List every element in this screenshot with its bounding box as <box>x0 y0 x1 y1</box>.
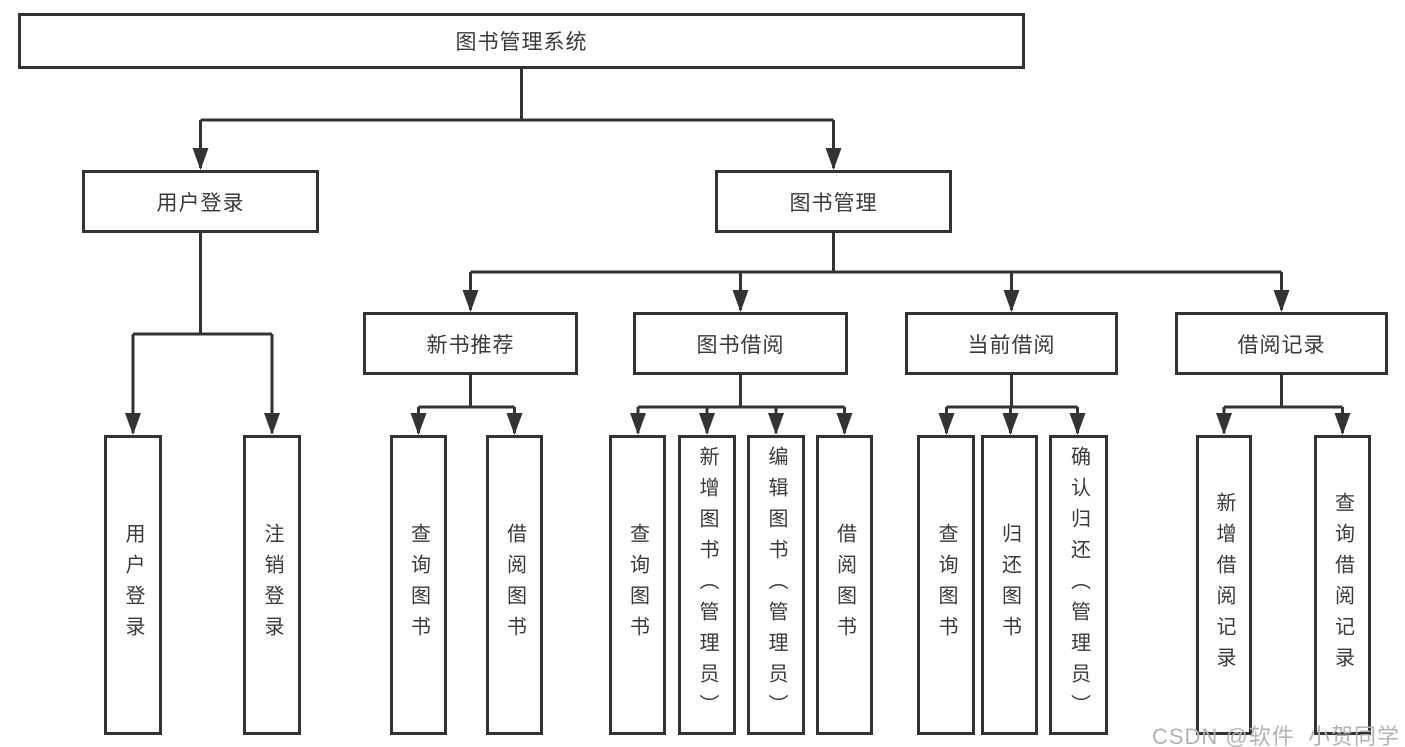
leaf-borrow-borrow-books: 借阅图书 <box>816 435 873 735</box>
connector-root-to-level2 <box>199 69 835 168</box>
leaf-newrec-borrow-books: 借阅图书 <box>486 435 543 735</box>
connector-user-login-to-leaves <box>131 233 274 433</box>
leaf-user-login: 用户登录 <box>104 435 162 735</box>
arrowhead <box>506 413 523 435</box>
arrowhead <box>1334 413 1351 435</box>
node-borrow-records: 借阅记录 <box>1175 312 1388 375</box>
node-root: 图书管理系统 <box>18 13 1025 69</box>
arrowhead <box>1216 413 1232 435</box>
arrowhead <box>1069 413 1086 435</box>
watermark: CSDN @软件_小贺同学 <box>1151 724 1400 747</box>
connector-book-mgmt-to-level3 <box>469 233 1283 310</box>
arrowhead <box>699 413 715 435</box>
arrowheads <box>125 148 1351 435</box>
node-book-borrow: 图书借阅 <box>633 312 848 375</box>
node-current-borrow: 当前借阅 <box>905 312 1118 375</box>
leaf-current-return-books: 归还图书 <box>981 435 1038 735</box>
node-book-mgmt: 图书管理 <box>715 170 952 233</box>
node-user-login: 用户登录 <box>82 170 319 233</box>
arrowhead <box>1002 413 1019 435</box>
leaf-records-add-record: 新增借阅记录 <box>1196 435 1252 735</box>
arrowhead <box>1273 290 1290 312</box>
arrowhead <box>825 148 842 170</box>
arrowhead <box>630 413 646 435</box>
arrowhead <box>410 413 427 435</box>
connector-new-book-rec-to-leaves <box>417 375 516 433</box>
arrowhead <box>732 290 749 312</box>
arrowhead <box>264 413 280 435</box>
leaf-logout: 注销登录 <box>243 435 301 735</box>
node-new-book-rec: 新书推荐 <box>363 312 578 375</box>
arrowhead <box>836 413 853 435</box>
leaf-current-query-books: 查询图书 <box>917 435 975 735</box>
leaf-borrow-query-books: 查询图书 <box>609 435 666 735</box>
leaf-current-confirm-return: 确认归还（管理员） <box>1049 435 1108 735</box>
arrowhead <box>192 148 209 170</box>
arrowhead <box>125 413 141 435</box>
connector-book-borrow-to-leaves <box>636 375 846 433</box>
leaf-borrow-add-books: 新增图书（管理员） <box>678 435 736 735</box>
leaf-records-query-record: 查询借阅记录 <box>1314 435 1371 735</box>
arrowhead <box>768 413 784 435</box>
arrowhead <box>1003 290 1020 312</box>
leaf-borrow-edit-books: 编辑图书（管理员） <box>747 435 805 735</box>
leaf-newrec-query-books: 查询图书 <box>390 435 447 735</box>
arrowhead <box>938 413 955 435</box>
connector-borrow-records-to-leaves <box>1222 375 1344 433</box>
arrowhead <box>462 290 479 312</box>
